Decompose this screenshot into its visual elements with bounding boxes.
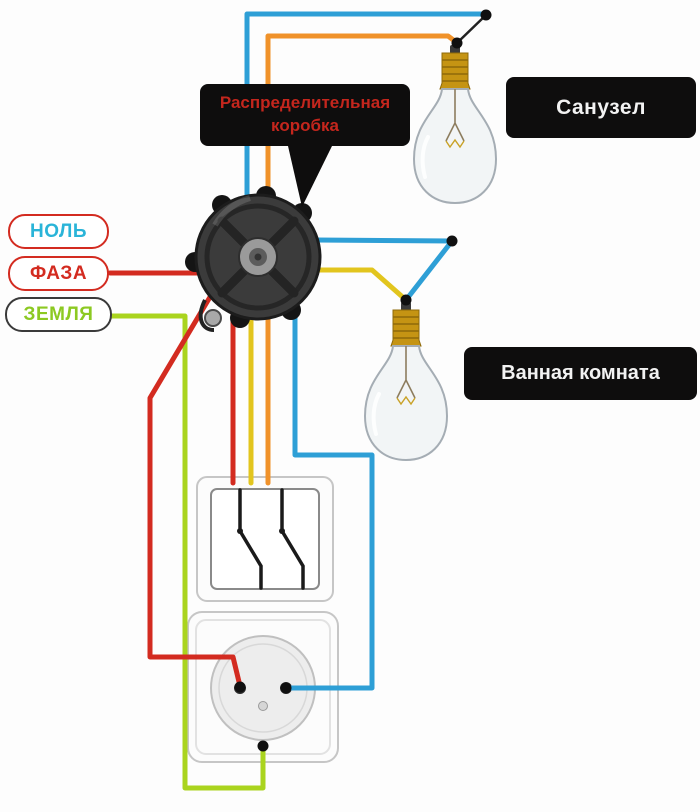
junction-hub-screw — [254, 253, 262, 261]
socket-phase-terminal-dot — [234, 681, 246, 693]
wall-socket — [187, 611, 339, 763]
switched2-wire-junction-to-lamp2 — [313, 267, 409, 303]
wire-junction-dot — [480, 9, 492, 21]
junction-box — [185, 186, 322, 332]
neutral-label-text: НОЛЬ — [29, 220, 87, 242]
two-gang-switch — [196, 476, 334, 602]
wire-junction-dot — [446, 235, 458, 247]
junction-highlight — [212, 195, 251, 227]
room-label-vannaya: Ванная комната — [464, 347, 697, 400]
ground-label-text: ЗЕМЛЯ — [23, 303, 94, 325]
room-label-sanuzel: Санузел — [506, 77, 696, 138]
neutral-wire-to-socket — [283, 302, 375, 691]
neutral-label: НОЛЬ — [8, 214, 109, 249]
socket-neutral-terminal-dot — [280, 682, 292, 694]
switch-symbols — [237, 488, 305, 590]
wire-junction-dot — [400, 294, 412, 306]
junction-box-label-line1: Распределительная — [219, 93, 391, 113]
bulb-vannaya — [363, 300, 449, 462]
ground-clamp-lead — [198, 299, 215, 332]
junction-box-label-line2: коробка — [271, 116, 339, 135]
junction-ring — [204, 203, 312, 311]
ground-clamp — [204, 309, 222, 327]
connection-dots — [234, 9, 492, 752]
bulb-sanuzel — [412, 43, 498, 205]
phase-label-text: ФАЗА — [29, 262, 88, 284]
phase-wire-junction-to-socket — [147, 294, 243, 689]
junction-box-label: Распределительная коробка — [200, 84, 410, 146]
ground-wire-run — [109, 313, 266, 791]
socket-ground-terminal-dot — [257, 740, 269, 752]
junction-label-pointer — [288, 146, 332, 207]
wire-junction-dot — [451, 37, 463, 49]
ground-label: ЗЕМЛЯ — [5, 297, 112, 332]
switch1-blade — [238, 529, 263, 590]
phase-label: ФАЗА — [8, 256, 109, 291]
switch2-blade — [280, 529, 305, 590]
switch-inner-square — [210, 488, 320, 590]
lamp1-pendant-cord — [456, 14, 487, 44]
room-label-vannaya-text: Ванная комната — [501, 362, 660, 384]
room-label-sanuzel-text: Санузел — [556, 95, 646, 119]
socket-center-screw — [258, 701, 268, 711]
